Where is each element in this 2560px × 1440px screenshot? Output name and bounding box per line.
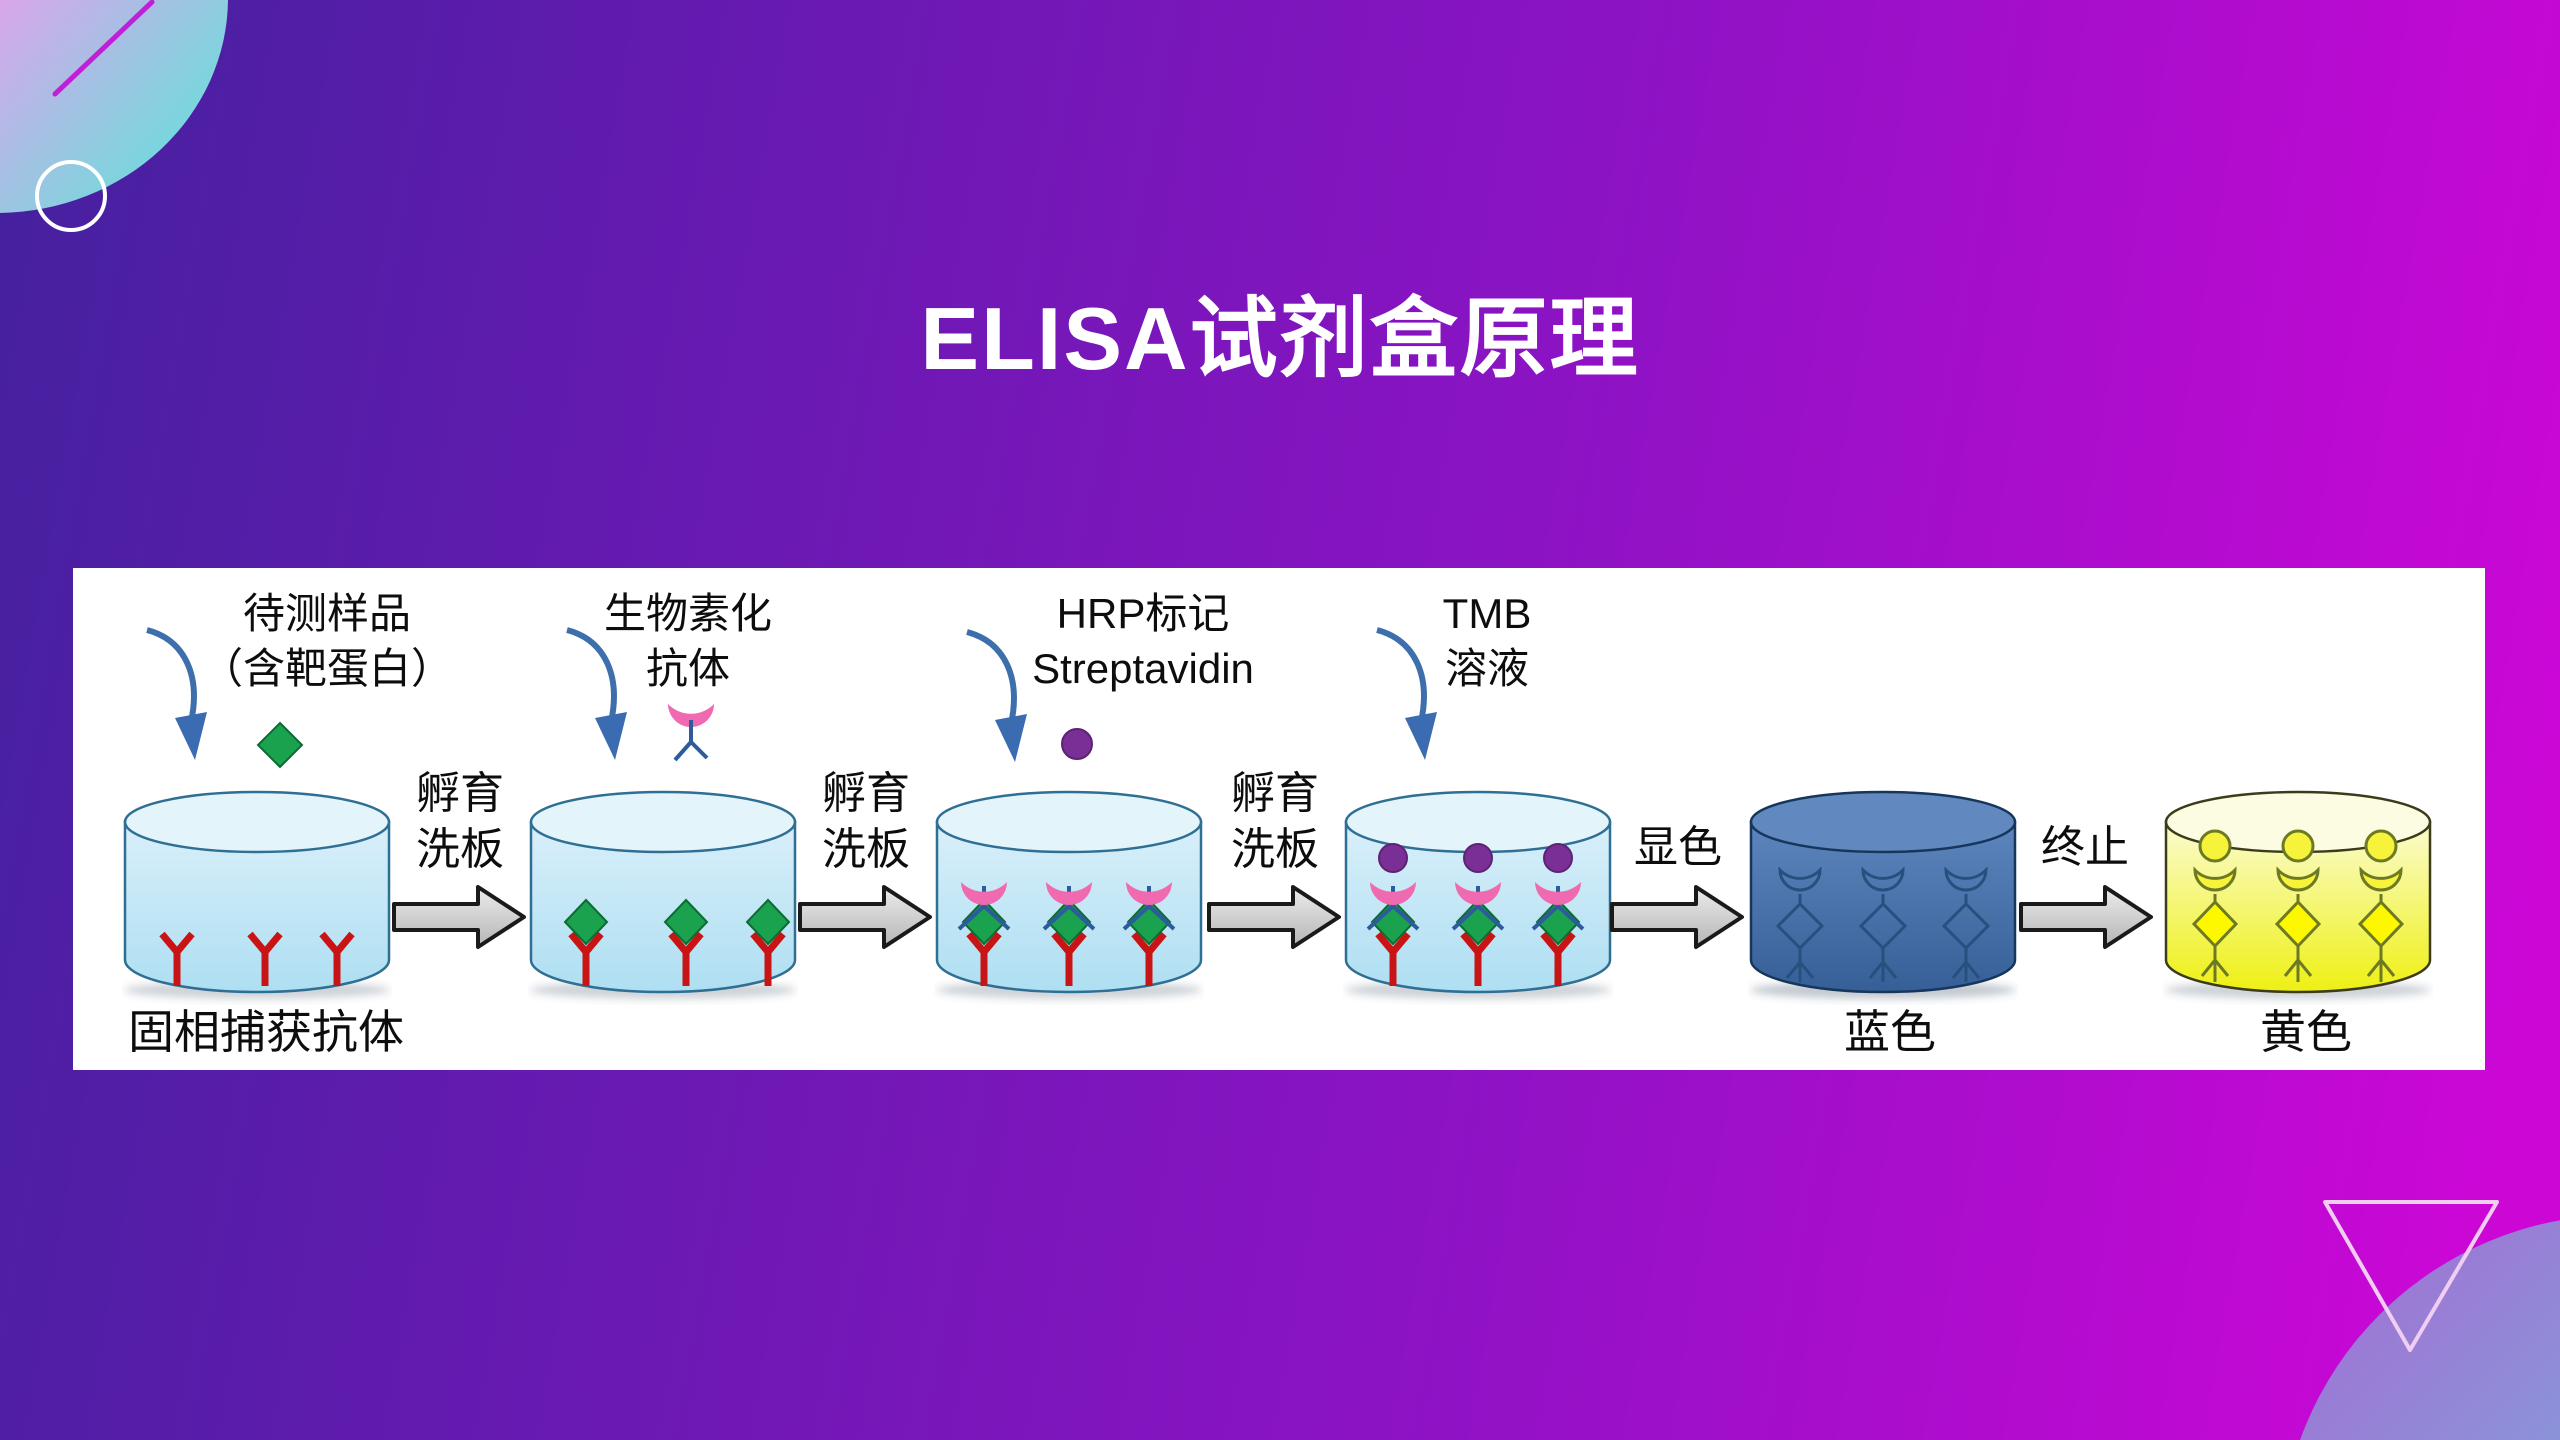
target-protein-diamond-icon <box>256 721 304 769</box>
transition5-label: 终止 <box>2041 823 2129 872</box>
well-hrp-bound <box>1344 790 1612 999</box>
well-target-bound <box>529 790 797 999</box>
circle-outline-decoration <box>35 160 107 232</box>
diagram-panel: 待测样品 （含靶蛋白） 固相捕获抗体 孵育 洗板 生物素化 抗体 <box>73 568 2485 1070</box>
step-arrow-icon <box>1610 885 1744 949</box>
triangle-outline-decoration <box>2323 1200 2499 1352</box>
step6-bottom-label: 黄色 <box>2260 1006 2352 1058</box>
step1-bottom-label: 固相捕获抗体 <box>128 1006 404 1058</box>
gradient-circle-decoration <box>2300 1220 2560 1440</box>
step4-reagent-label-line1: TMB <box>1442 590 1532 637</box>
teal-blob-shape <box>0 0 228 213</box>
transition1-label: 孵育 洗板 <box>350 766 570 878</box>
transition3-label: 孵育 洗板 <box>1165 766 1385 878</box>
dispense-arrow-icon <box>1369 624 1459 774</box>
page-title: ELISA试剂盒原理 <box>920 289 1640 388</box>
well-yellow-result <box>2164 790 2432 999</box>
dispense-arrow-icon <box>959 626 1049 776</box>
well-detection-antibody <box>935 790 1203 999</box>
step3-reagent-label: HRP标记 Streptavidin <box>943 586 1343 696</box>
corner-decoration-bottom-right <box>2300 1200 2560 1440</box>
transition1-line1: 孵育 <box>416 769 504 818</box>
step-arrow-icon <box>1207 885 1341 949</box>
transition2-label: 孵育 洗板 <box>756 766 976 878</box>
step-arrow-icon <box>392 885 526 949</box>
biotinylated-antibody-icon <box>668 704 714 762</box>
step2-reagent-label-line1: 生物素化 <box>603 590 772 637</box>
transition1-line2: 洗板 <box>416 825 504 874</box>
step1-reagent-label-line1: 待测样品 <box>242 590 411 637</box>
corner-decoration-top-left <box>0 0 228 232</box>
step1-reagent-label-line2: （含靶蛋白） <box>200 645 453 692</box>
well-capture-antibody <box>123 790 391 999</box>
step2-reagent-label-line2: 抗体 <box>645 645 730 692</box>
hrp-streptavidin-dot-icon <box>1061 728 1093 760</box>
dispense-arrow-icon <box>139 624 229 774</box>
step-arrow-icon <box>2019 885 2153 949</box>
step2-reagent-label: 生物素化 抗体 <box>488 586 888 696</box>
transition4-label: 显色 <box>1634 823 1722 872</box>
step4-reagent-label-line2: 溶液 <box>1444 645 1529 692</box>
well-blue-result <box>1749 790 2017 999</box>
step3-reagent-label-line2: Streptavidin <box>1032 645 1254 692</box>
transition2-line1: 孵育 <box>822 769 910 818</box>
transition2-line2: 洗板 <box>822 825 910 874</box>
step5-bottom-label: 蓝色 <box>1844 1006 1936 1058</box>
step3-reagent-label-line1: HRP标记 <box>1056 590 1230 637</box>
step-arrow-icon <box>798 885 932 949</box>
diagonal-line-decoration <box>52 0 155 97</box>
step1-reagent-label: 待测样品 （含靶蛋白） <box>127 586 527 696</box>
transition3-line1: 孵育 <box>1231 769 1319 818</box>
dispense-arrow-icon <box>559 624 649 774</box>
transition3-line2: 洗板 <box>1231 825 1319 874</box>
step4-reagent-label: TMB 溶液 <box>1287 586 1687 696</box>
